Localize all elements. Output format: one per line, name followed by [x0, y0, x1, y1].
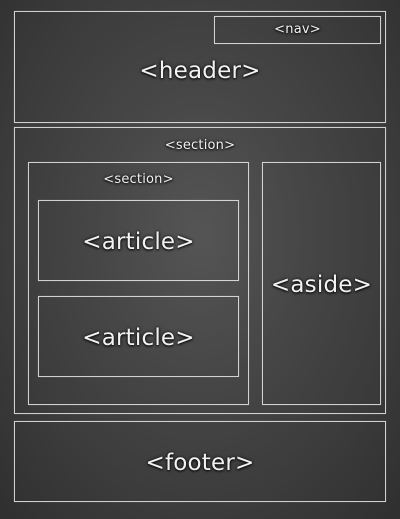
- aside-label: <aside>: [270, 272, 373, 298]
- header-box: [14, 11, 386, 123]
- section-inner-box: [28, 162, 249, 405]
- article-label-2: <article>: [82, 325, 195, 351]
- nav-label: <nav>: [274, 22, 321, 37]
- article-box-2: [38, 296, 239, 377]
- article-box-1: [38, 200, 239, 281]
- footer-label: <footer>: [145, 450, 255, 476]
- section-outer-label: <section>: [164, 138, 236, 153]
- section-outer-box: [14, 127, 386, 414]
- header-label: <header>: [139, 58, 261, 84]
- article-label-1: <article>: [82, 229, 195, 255]
- aside-box: [262, 162, 381, 405]
- section-inner-label: <section>: [103, 172, 174, 187]
- nav-box: [214, 16, 381, 44]
- footer-box: [14, 421, 386, 502]
